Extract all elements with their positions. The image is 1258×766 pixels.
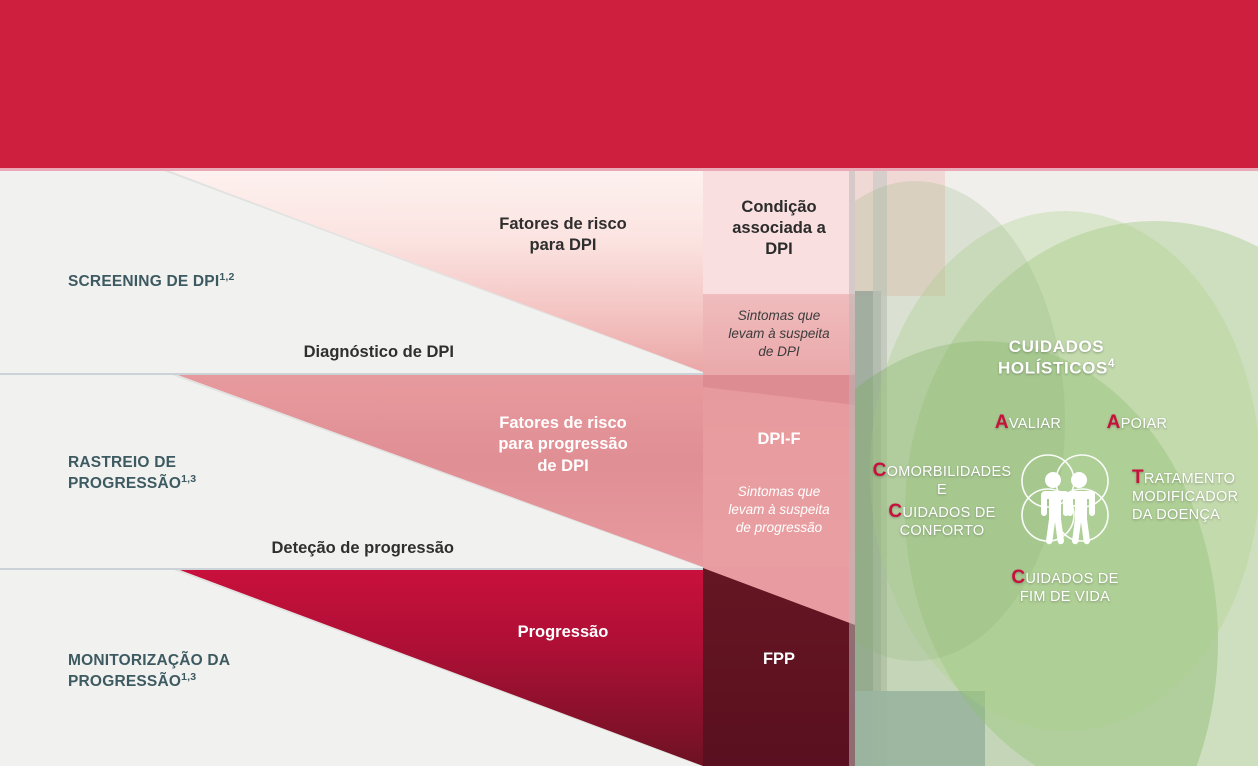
holistic-item-treatment-rest: RATAMENTO bbox=[1143, 471, 1236, 487]
holistic-item-avaliar-rest: VALIAR bbox=[1008, 416, 1062, 432]
condition-subtitle-ildf: Sintomas que levam à suspeita de progres… bbox=[728, 484, 830, 536]
band-divider bbox=[0, 373, 855, 375]
holistic-background-graphic bbox=[855, 171, 1258, 766]
condition-title-fpp: FPP bbox=[762, 650, 796, 668]
holistic-title-ref: 4 bbox=[1107, 358, 1115, 371]
transition-label-progression-detection: Deteção de progressão bbox=[271, 539, 454, 557]
wedge-label-risk-progression: Fatores de risco para progressão de DPI bbox=[498, 414, 628, 475]
column-separator bbox=[849, 171, 855, 766]
stage-label-progression-screening-refs: 1,3 bbox=[181, 473, 197, 486]
condition-box-ild-symptoms bbox=[703, 294, 855, 375]
holistic-item-comorbidities-line4: CONFORTO bbox=[899, 523, 985, 540]
holistic-title: CUIDADOS HOLÍSTICOS4 bbox=[998, 337, 1115, 378]
holistic-item-end-of-life-rest: UIDADOS DE bbox=[1025, 571, 1119, 587]
condition-subtitle-ild: Sintomas que levam à suspeita de DPI bbox=[728, 308, 830, 360]
venn-circles-figures-icon bbox=[1021, 454, 1109, 545]
condition-box-ildf bbox=[703, 375, 855, 567]
pathway-diagram: Condição associada a DPI Sintomas que le… bbox=[0, 171, 1258, 766]
holistic-item-end-of-life-cap: C bbox=[1011, 567, 1026, 588]
holistic-item-avaliar: AVALIAR bbox=[973, 411, 1083, 434]
holistic-item-apoiar-cap: A bbox=[1106, 412, 1121, 433]
holistic-care-panel: CUIDADOS HOLÍSTICOS4 AVALIAR APOIAR COMO… bbox=[855, 171, 1258, 766]
stage-label-progression-screening: RASTREIO DE PROGRESSÃO1,3 bbox=[68, 454, 197, 493]
holistic-item-comorbidities: COMORBILIDADES E CUIDADOS DE CONFORTO bbox=[863, 459, 1021, 541]
holistic-item-end-of-life: CUIDADOS DE FIM DE VIDA bbox=[985, 566, 1145, 607]
holistic-item-end-of-life-line2: FIM DE VIDA bbox=[1019, 589, 1111, 606]
holistic-item-avaliar-cap: A bbox=[994, 412, 1009, 433]
holistic-item-treatment-line2: MODIFICADOR bbox=[1132, 489, 1239, 506]
stage-label-screening: SCREENING DE DPI1,2 bbox=[68, 271, 235, 291]
condition-box-ild bbox=[703, 171, 855, 294]
holistic-item-treatment-line3: DA DOENÇA bbox=[1132, 506, 1221, 523]
wedge-label-risk-ild: Fatores de risco para DPI bbox=[499, 215, 627, 255]
holistic-item-comorbidities-rest2: UIDADOS DE bbox=[902, 504, 996, 521]
holistic-item-apoiar-rest: POIAR bbox=[1120, 416, 1168, 432]
condition-column: Condição associada a DPI Sintomas que le… bbox=[703, 171, 855, 766]
holistic-item-comorbidities-line2: E bbox=[937, 482, 947, 499]
band-screening bbox=[0, 171, 855, 372]
condition-title-ildf: DPI-F bbox=[757, 430, 801, 448]
header-rule bbox=[0, 168, 1258, 171]
condition-title-ild: Condição associada a DPI bbox=[732, 198, 826, 259]
holistic-item-comorbidities-cap: C bbox=[872, 460, 887, 481]
band-progression-monitoring bbox=[0, 570, 855, 766]
stage-label-screening-refs: 1,2 bbox=[219, 271, 235, 283]
holistic-item-treatment-cap: T bbox=[1132, 467, 1144, 488]
wedge-label-progression: Progressão bbox=[517, 623, 609, 641]
holistic-item-comorbidities-rest: OMORBILIDADES bbox=[886, 464, 1012, 480]
band-progression-screening bbox=[0, 375, 855, 567]
band-divider bbox=[0, 568, 855, 570]
holistic-item-treatment: TRATAMENTO MODIFICADOR DA DOENÇA bbox=[1132, 466, 1258, 525]
stage-label-progression-monitoring: MONITORIZAÇÃO DA PROGRESSÃO1,3 bbox=[68, 652, 231, 691]
transition-label-diagnosis: Diagnóstico de DPI bbox=[303, 343, 454, 361]
holistic-item-apoiar: APOIAR bbox=[1087, 411, 1187, 434]
header-band bbox=[0, 0, 1258, 168]
holistic-item-comorbidities-cap2: C bbox=[888, 500, 903, 522]
person-figures-icon bbox=[1041, 472, 1095, 545]
stage-label-progression-monitoring-refs: 1,3 bbox=[181, 671, 197, 684]
